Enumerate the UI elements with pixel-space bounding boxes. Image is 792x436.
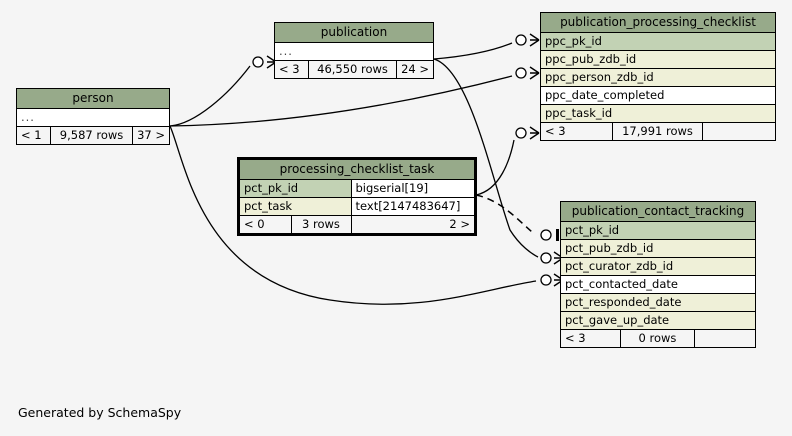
table-person[interactable]: person ... < 1 9,587 rows 37 > [16,88,170,145]
table-pct-task-footer-rows: 3 rows [290,215,352,235]
crowfoot-ppc-person [529,66,540,80]
table-person-footer-parents: < 1 [16,126,51,145]
table-pct-task-type-pct-task: text[2147483647] [350,197,476,216]
table-pct-column-pct-pk-id: pct_pk_id [560,221,756,240]
table-pct-task-title: processing_checklist_task [238,158,476,180]
table-person-footer-children: 37 > [132,126,170,145]
edge-person-publication [169,65,251,127]
crowfoot-ppc-pub [529,33,540,47]
edge-endpoint-circle [540,229,552,241]
edge-endpoint-circle [252,56,264,68]
table-pct-task-column-pct-task: pct_task [238,197,352,216]
edge-endpoint-circle [515,34,527,46]
generated-by-note: Generated by SchemaSpy [18,405,182,420]
table-publication-footer-children: 24 > [396,60,434,79]
table-publication[interactable]: publication ... < 3 46,550 rows 24 > [274,22,434,79]
edge-endpoint-circle [540,274,552,286]
table-ppc-column-ppc-pk-id: ppc_pk_id [540,32,776,51]
table-pct-task-footer-parents: < 0 [238,215,292,235]
table-ppc-footer-children [702,122,776,141]
table-publication-footer-rows: 46,550 rows [307,60,398,79]
edge-task-ppc-task [475,139,515,196]
table-pct-column-pct-responded-date: pct_responded_date [560,293,756,312]
edge-endpoint-bar [556,229,559,241]
table-ppc-column-ppc-person-zdb-id: ppc_person_zdb_id [540,68,776,87]
edge-endpoint-circle [515,67,527,79]
table-ppc-footer-parents: < 3 [540,122,613,141]
table-pct-task-footer-children: 2 > [350,215,476,235]
edge-endpoint-circle [515,127,527,139]
table-person-column-ellipsis: ... [16,108,170,127]
table-ppc-column-ppc-date-completed: ppc_date_completed [540,86,776,105]
table-person-title: person [16,88,170,109]
edge-person-ppc [169,75,513,127]
table-publication-title: publication [274,22,434,43]
edge-task-pct-pk-dashed [475,194,533,233]
table-pct-column-pct-pub-zdb-id: pct_pub_zdb_id [560,239,756,258]
table-ppc-column-ppc-task-id: ppc_task_id [540,104,776,123]
crowfoot-ppc-task [529,126,540,140]
table-pct-column-pct-contacted-date: pct_contacted_date [560,275,756,294]
table-publication-contact-tracking[interactable]: publication_contact_tracking pct_pk_id p… [560,201,756,348]
table-publication-processing-checklist[interactable]: publication_processing_checklist ppc_pk_… [540,12,776,141]
edge-publication-ppc-pub [433,42,513,60]
table-ppc-footer-rows: 17,991 rows [612,122,703,141]
edge-endpoint-circle [540,252,552,264]
table-pct-title: publication_contact_tracking [560,201,756,222]
table-publication-footer-parents: < 3 [274,60,309,79]
table-pct-task-type-pct-pk-id: bigserial[19] [350,179,476,198]
table-ppc-column-ppc-pub-zdb-id: ppc_pub_zdb_id [540,50,776,69]
table-pct-footer-children [694,329,756,348]
table-publication-column-ellipsis: ... [274,42,434,61]
table-pct-footer-rows: 0 rows [620,329,695,348]
table-person-footer-rows: 9,587 rows [49,126,134,145]
table-pct-task-column-pct-pk-id: pct_pk_id [238,179,352,198]
table-processing-checklist-task[interactable]: processing_checklist_task pct_pk_id bigs… [238,158,476,235]
table-ppc-title: publication_processing_checklist [540,12,776,33]
table-pct-footer-parents: < 3 [560,329,621,348]
table-pct-column-pct-gave-up-date: pct_gave_up_date [560,311,756,330]
table-pct-column-pct-curator-zdb-id: pct_curator_zdb_id [560,257,756,276]
